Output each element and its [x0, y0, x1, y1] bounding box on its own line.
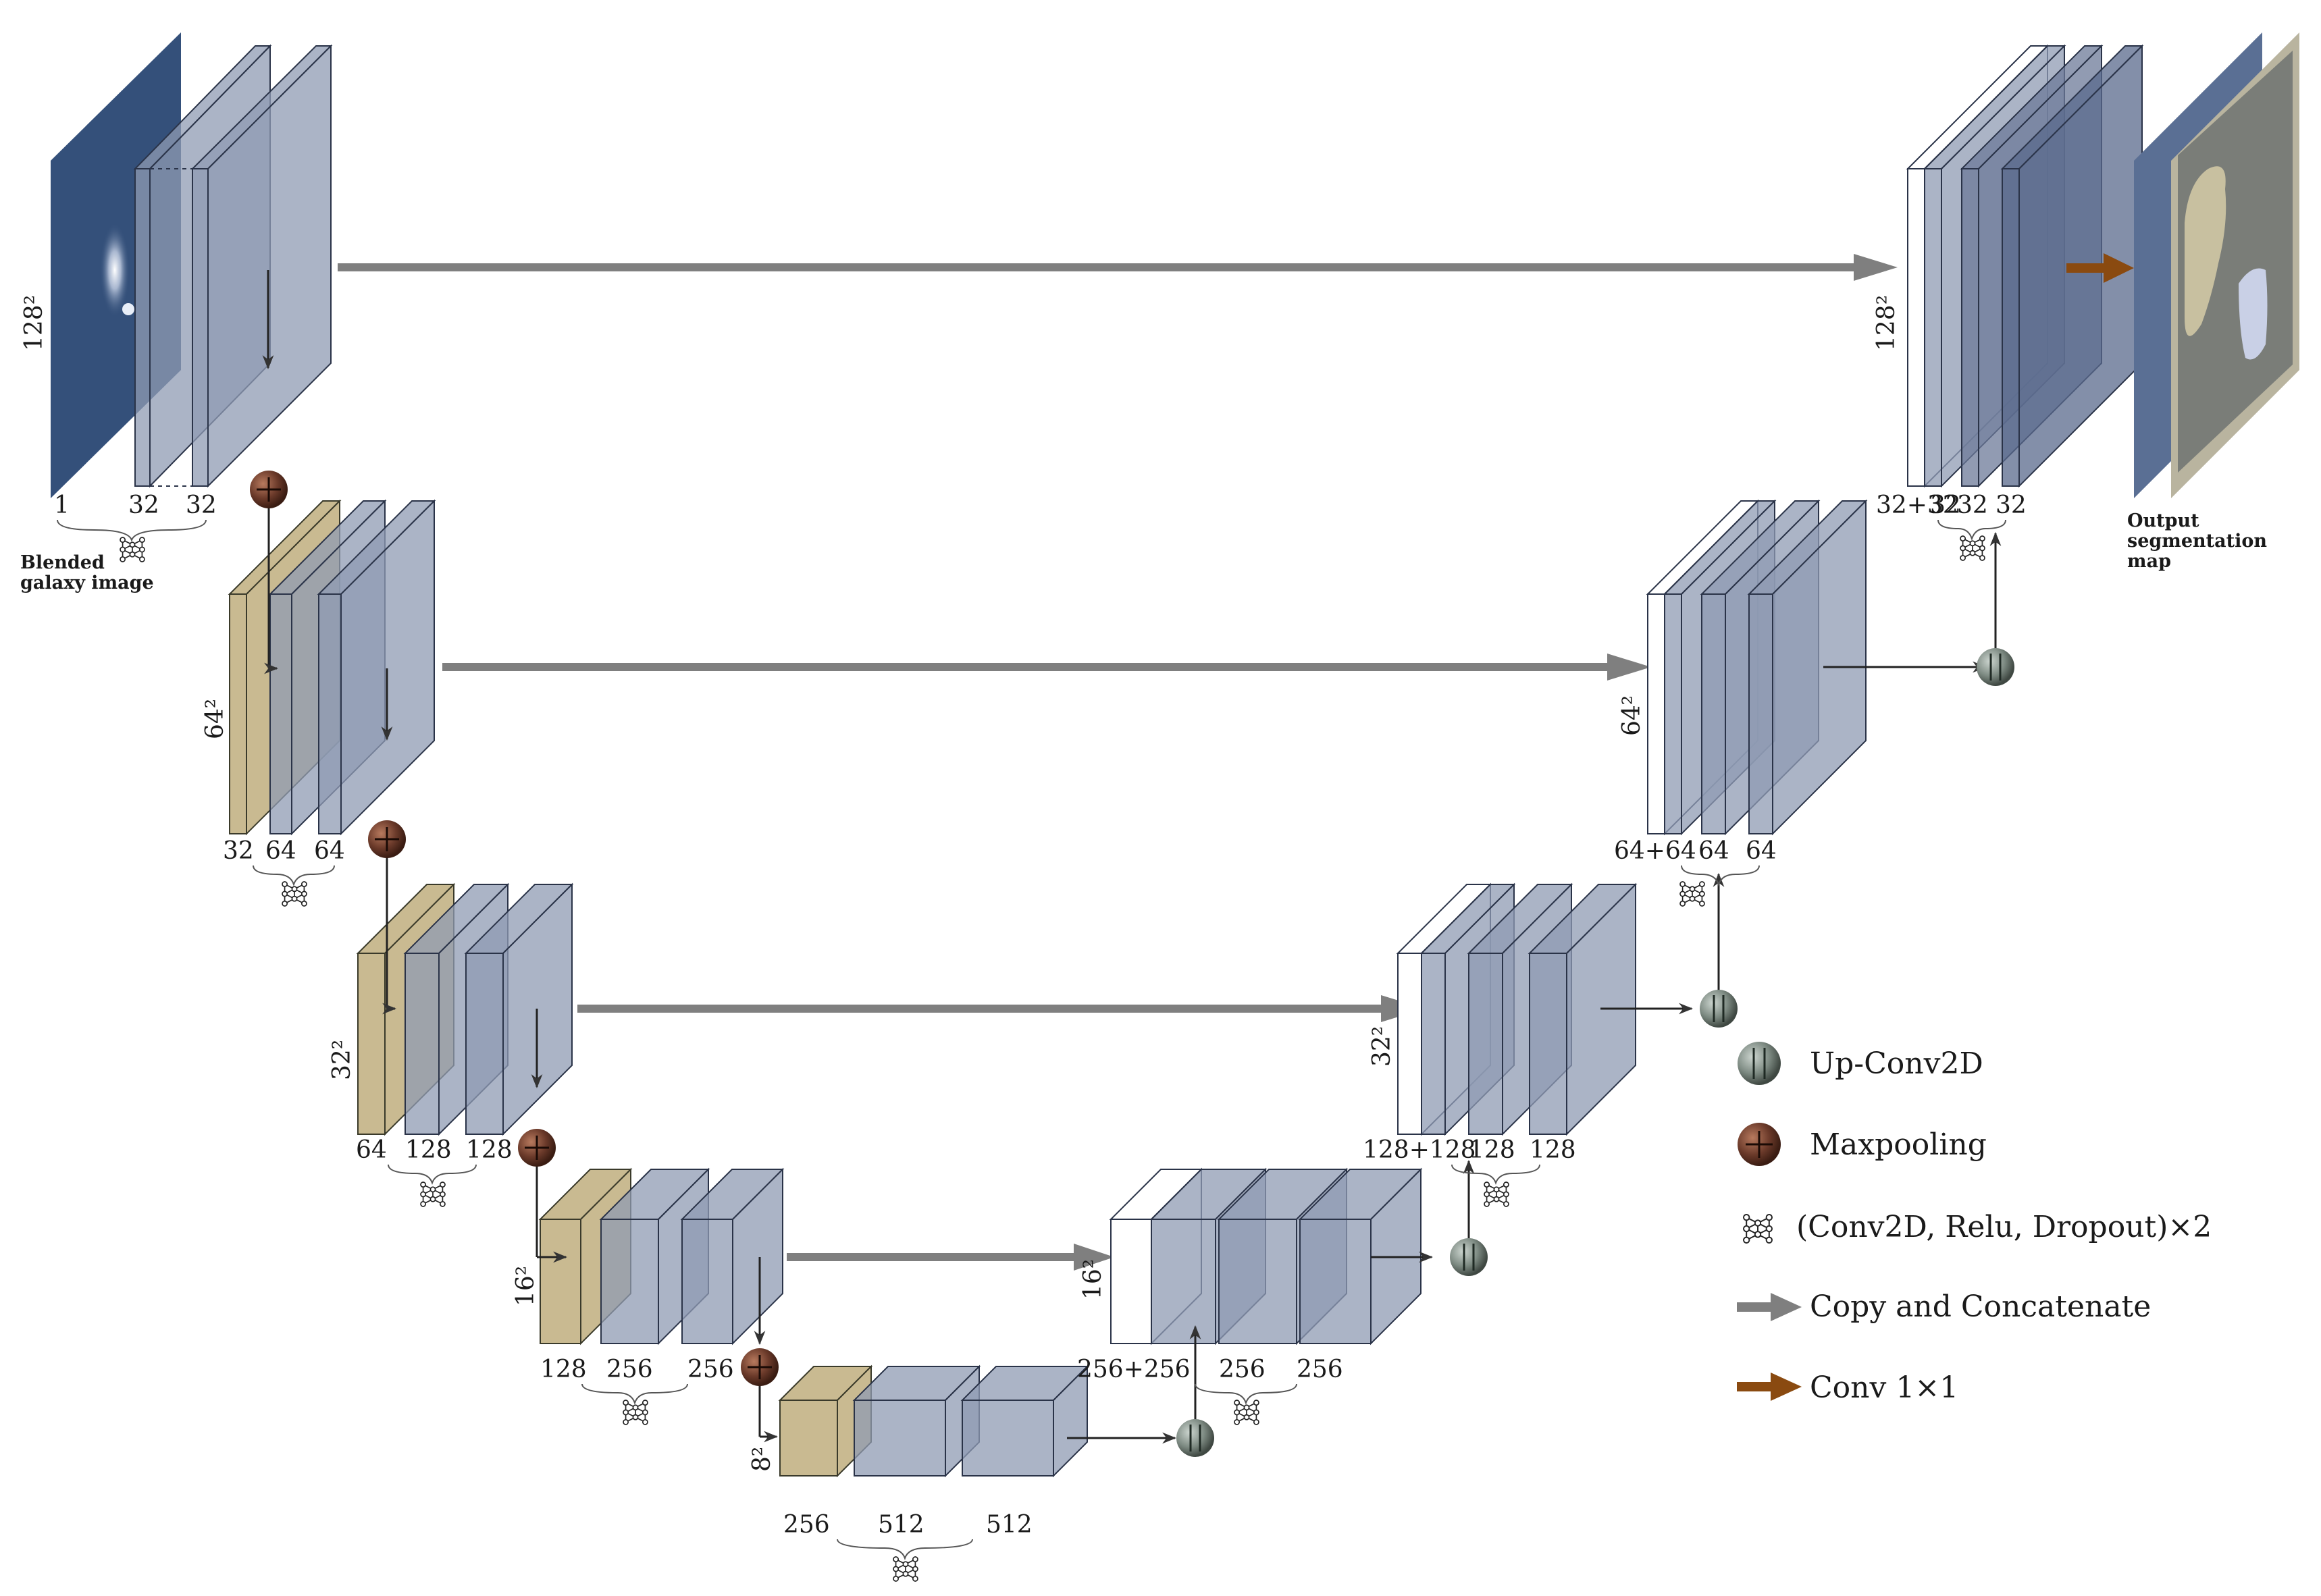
size-label-l4: 16² — [512, 1266, 540, 1306]
channel-label-l2-c: 64 — [314, 837, 345, 865]
network-icon — [282, 881, 307, 907]
maxpool-ball-icon — [518, 1129, 556, 1167]
encoder-level-2: 64² 32 64 64 — [201, 499, 436, 907]
channel-label-l2-a: 32 — [223, 837, 254, 865]
legend: Up-Conv2D Maxpooling (Conv2D, Relu, Drop… — [1737, 1042, 2212, 1405]
legend-copy: Copy and Concatenate — [1737, 1289, 2151, 1324]
channel-label-d1-d: 32 — [1996, 491, 2027, 519]
decoder-level-2: 64² 64+64 64 64 — [1614, 499, 1987, 999]
conv1x1-arrow — [2066, 253, 2134, 283]
channel-label-l2-b: 64 — [265, 837, 296, 865]
network-icon — [120, 537, 145, 562]
size-label-d2: 64² — [1618, 695, 1646, 736]
segmentation-background — [2178, 51, 2293, 473]
size-label-d3: 32² — [1368, 1026, 1396, 1067]
network-icon — [1234, 1400, 1259, 1425]
legend-conv-block-label: (Conv2D, Relu, Dropout)×2 — [1796, 1210, 2212, 1244]
size-label-l1: 128² — [20, 295, 48, 351]
maxpool-balls — [250, 471, 779, 1386]
channel-label-d2-c: 64 — [1746, 837, 1777, 865]
maxpool-ball-icon — [250, 471, 288, 508]
skip-arrow-level3 — [577, 995, 1425, 1022]
legend-conv1x1: Conv 1×1 — [1737, 1371, 1958, 1405]
output-caption-line2: segmentation — [2127, 531, 2267, 552]
segment-galaxy-2 — [2239, 268, 2268, 360]
size-label-bottleneck: 8² — [748, 1447, 776, 1472]
channel-label-l4-b: 256 — [606, 1356, 653, 1383]
channel-label-d4-c: 256 — [1297, 1356, 1343, 1383]
upconv-ball-icon — [1977, 648, 2014, 686]
upconv-ball-icon — [1450, 1238, 1488, 1276]
channel-label-l5-b: 512 — [878, 1511, 924, 1539]
upconv-ball-icon — [1176, 1419, 1214, 1457]
channel-label-l3-a: 64 — [356, 1136, 387, 1164]
channel-label-d3-b: 128 — [1469, 1136, 1515, 1164]
legend-maxpool: Maxpooling — [1738, 1123, 1987, 1166]
channel-label-l5-a: 256 — [783, 1511, 830, 1539]
channel-label-d3-c: 128 — [1530, 1136, 1576, 1164]
channel-label-d1-b: 32 — [1930, 491, 1961, 519]
network-icon — [623, 1400, 648, 1425]
maxpool-ball-icon — [368, 820, 406, 858]
maxpool-ball-icon — [741, 1348, 779, 1386]
network-icon — [1743, 1214, 1773, 1244]
galaxy-glow — [100, 223, 130, 317]
size-label-d4: 16² — [1079, 1259, 1107, 1300]
output-caption-line1: Output — [2127, 510, 2199, 531]
decoder-level-3: 32² 128+128 128 128 — [1363, 882, 1694, 1257]
network-icon — [420, 1181, 446, 1207]
channel-label-l3-c: 128 — [466, 1136, 513, 1164]
skip-connections — [338, 254, 1898, 1271]
bottleneck-level: 8² 256 512 512 — [748, 1357, 1177, 1582]
size-label-d1: 128² — [1873, 295, 1900, 351]
channel-label-l1-a: 1 — [54, 491, 70, 519]
output-caption-line3: map — [2127, 551, 2171, 572]
input-caption-line1: Blended — [20, 552, 105, 573]
legend-conv-block: (Conv2D, Relu, Dropout)×2 — [1743, 1210, 2212, 1244]
legend-upconv-label: Up-Conv2D — [1810, 1046, 1983, 1081]
size-label-l2: 64² — [201, 699, 229, 739]
legend-maxpool-label: Maxpooling — [1810, 1127, 1987, 1162]
channel-label-d3-a: 128+128 — [1363, 1136, 1476, 1164]
channel-label-d1-c: 32 — [1957, 491, 1988, 519]
channel-label-d4-b: 256 — [1219, 1356, 1266, 1383]
network-icon — [893, 1556, 918, 1582]
channel-label-l1-c: 32 — [186, 491, 217, 519]
network-icon — [1484, 1181, 1509, 1207]
channel-label-l1-b: 32 — [128, 491, 159, 519]
upconv-ball-icon — [1700, 990, 1738, 1028]
decoder-level-1: 128² 32+32 32 32 32 Output segmentation … — [1873, 32, 2299, 665]
channel-label-l5-c: 512 — [986, 1511, 1033, 1539]
channel-label-l3-b: 128 — [405, 1136, 452, 1164]
legend-upconv: Up-Conv2D — [1738, 1042, 1983, 1085]
skip-arrow-level4 — [787, 1244, 1114, 1271]
legend-conv1x1-label: Conv 1×1 — [1810, 1371, 1958, 1405]
encoder-level-4: 16² 128 256 256 — [512, 1148, 785, 1425]
channel-label-d1-a: 32+32 — [1876, 491, 1958, 519]
skip-arrow-level1 — [338, 254, 1898, 281]
size-label-l3: 32² — [328, 1040, 356, 1080]
segment-galaxy-1 — [2185, 166, 2226, 336]
channel-label-d2-a: 64+64 — [1614, 837, 1696, 865]
input-caption-line2: galaxy image — [20, 573, 154, 593]
skip-arrow-level2 — [442, 654, 1651, 681]
decoder-level-4: 16² 256+256 256 256 — [1077, 1167, 1434, 1425]
channel-label-l4-a: 128 — [540, 1356, 587, 1383]
network-icon — [1679, 881, 1705, 907]
channel-label-d4-a: 256+256 — [1077, 1356, 1191, 1383]
encoder-level-3: 32² 64 128 128 — [328, 835, 574, 1207]
encoder-level-1: 128² 1 32 32 Blended galaxy image — [20, 32, 333, 593]
network-icon — [1960, 535, 1985, 561]
channel-label-l4-c: 256 — [687, 1356, 734, 1383]
legend-copy-label: Copy and Concatenate — [1810, 1289, 2151, 1324]
upconv-balls — [1176, 648, 2014, 1457]
channel-label-d2-b: 64 — [1698, 837, 1729, 865]
